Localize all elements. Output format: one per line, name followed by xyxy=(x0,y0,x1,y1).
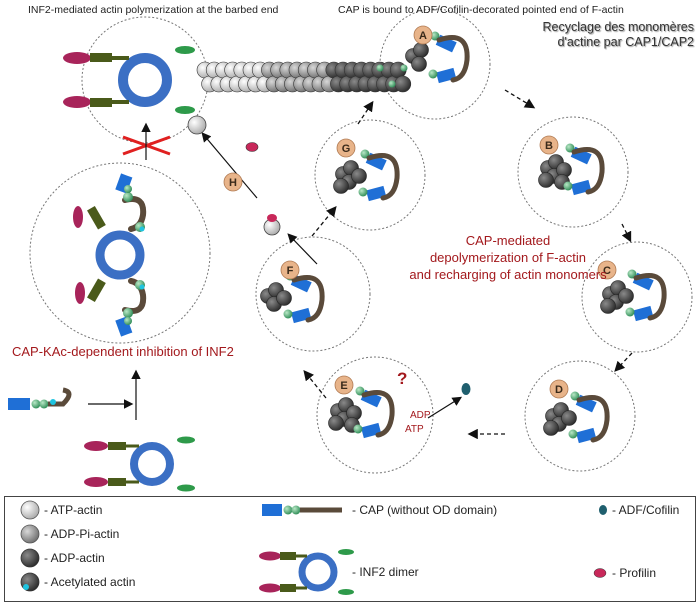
step-f-circle xyxy=(255,236,371,352)
inhibition-circle xyxy=(29,162,211,344)
legend-acetylated-actin: - Acetylated actin xyxy=(44,575,136,589)
step-badge-label: G xyxy=(342,143,351,155)
released-cofilin xyxy=(461,383,471,395)
step-badge-label: D xyxy=(555,384,563,396)
cofilin-on-filament xyxy=(388,80,396,88)
header-inf2-polymerization: INF2-mediated actin polymerization at th… xyxy=(28,4,279,16)
inhibition-caption: CAP-KAc-dependent inhibition of INF2 xyxy=(12,344,234,359)
step-badges: A B C D E F G H xyxy=(223,25,617,399)
header-cap-pointed-end: CAP is bound to ADF/Cofilin-decorated po… xyxy=(338,4,624,16)
free-atp-actin xyxy=(187,115,207,135)
cycle-arrows xyxy=(303,89,633,440)
solid-arrows xyxy=(201,132,463,419)
step-badge-label: C xyxy=(603,265,611,277)
actin-filament xyxy=(196,61,412,93)
complex-step-b xyxy=(538,143,605,196)
step-d-circle xyxy=(524,360,636,472)
legend-box xyxy=(4,496,696,602)
actin-subunit xyxy=(394,75,412,93)
complex-step-f xyxy=(260,271,325,324)
step-badge xyxy=(336,138,356,158)
step-badge xyxy=(539,135,559,155)
step-badge xyxy=(549,379,569,399)
legend-inf2-dimer: - INF2 dimer xyxy=(352,565,419,579)
legend-adp-actin: - ADP-actin xyxy=(44,551,105,565)
adp-label: ADP xyxy=(410,410,431,421)
cap-kac-inf2-complex xyxy=(73,173,147,337)
question-mark: ? xyxy=(397,369,408,388)
step-badge xyxy=(597,260,617,280)
center-caption: CAP-mediated depolymerization of F-actin… xyxy=(408,232,608,283)
arrows-inhibition xyxy=(88,369,141,420)
inf2-dimer-bottom xyxy=(84,436,195,492)
legend-adf-cofilin: - ADF/Cofilin xyxy=(612,503,680,517)
complex-step-c xyxy=(600,269,667,322)
step-g-circle xyxy=(314,119,426,231)
complex-step-e xyxy=(328,386,395,439)
legend-adp-pi-actin: - ADP-Pi-actin xyxy=(44,527,120,541)
center-caption-line-2: depolymerization of F-actin xyxy=(429,250,587,265)
step-badge-label: E xyxy=(340,380,347,392)
step-c-circle xyxy=(581,241,693,353)
step-badge xyxy=(280,260,300,280)
step-badge xyxy=(413,25,433,45)
step-b-circle xyxy=(517,116,629,228)
inhibition-cross-mark xyxy=(122,122,171,160)
step-badge-label: H xyxy=(229,177,237,189)
free-cap-kac xyxy=(8,387,72,410)
profilin-actin xyxy=(263,214,281,236)
complex-step-d xyxy=(543,391,610,444)
title-line-1: Recyclage des monomères xyxy=(542,20,694,34)
step-badge xyxy=(334,375,354,395)
legend-cap: - CAP (without OD domain) xyxy=(352,503,498,517)
step-badge-label: A xyxy=(419,30,427,42)
step-badge xyxy=(223,172,243,192)
center-caption-line-3: and recharging of actin monomers xyxy=(409,267,607,282)
legend-profilin: - Profilin xyxy=(612,566,657,580)
cofilin-on-filament xyxy=(376,64,384,72)
inf2-dimer-top xyxy=(63,46,195,114)
profilin-free xyxy=(245,142,259,152)
legend-icons xyxy=(20,500,607,595)
atp-label: ATP xyxy=(405,424,424,435)
title-recyclage: Recyclage des monomères d'actine par CAP… xyxy=(543,20,694,50)
center-caption-line-1: CAP-mediated xyxy=(465,233,551,248)
legend-atp-actin: - ATP-actin xyxy=(44,503,103,517)
step-badge-label: F xyxy=(287,265,294,277)
cofilin-on-filament xyxy=(400,64,408,72)
complex-step-a xyxy=(405,31,470,84)
step-badge-label: B xyxy=(545,140,553,152)
complex-step-g xyxy=(333,149,400,202)
title-line-2: d'actine par CAP1/CAP2 xyxy=(557,35,695,49)
